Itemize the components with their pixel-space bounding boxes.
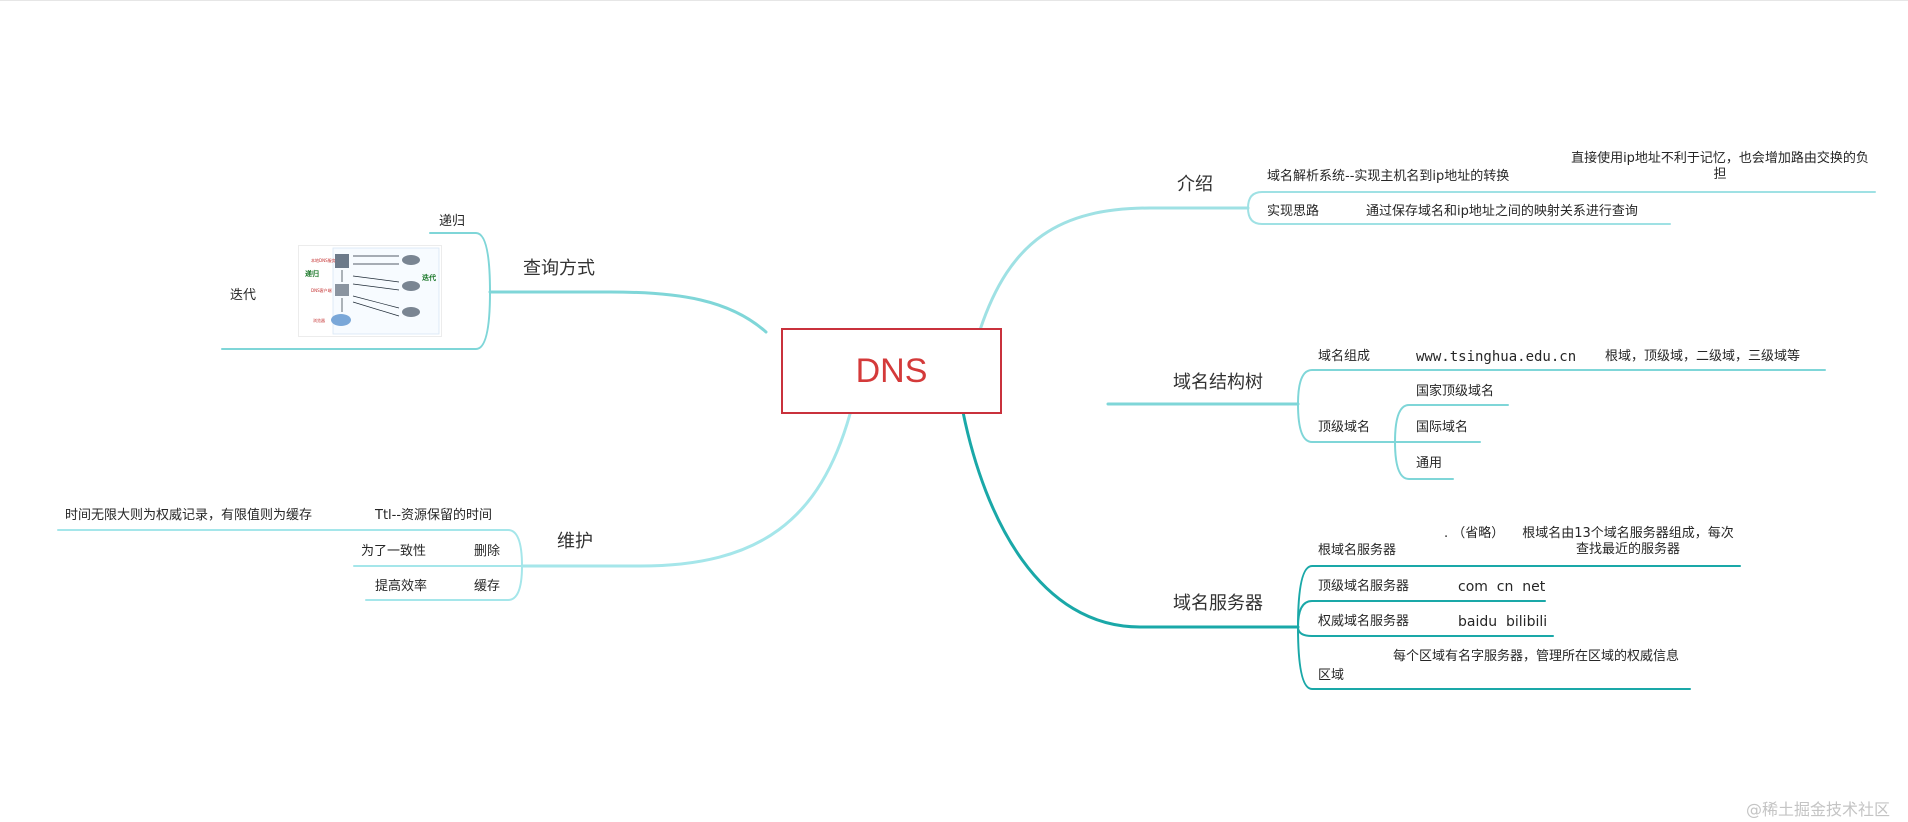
servers-item-zone[interactable]: 区域 (1318, 668, 1345, 683)
tree-item-tld-country[interactable]: 国家顶级域名 (1416, 384, 1495, 399)
servers-item-root-note[interactable]: 根域名由13个域名服务器组成，每次查找最近的服务器 (1522, 526, 1734, 557)
query-diagram-thumbnail[interactable]: 递归 迭代 本地DNS服务器 DNS客户端 浏览器 (298, 245, 442, 337)
watermark: @稀土掘金技术社区 (1746, 800, 1891, 819)
tree-item-tld[interactable]: 顶级域名 (1318, 420, 1371, 435)
connector-servers (961, 410, 1300, 629)
tree-item-tld-international[interactable]: 国际域名 (1416, 420, 1469, 435)
servers-item-root-dot[interactable]: . （省略） (1444, 526, 1505, 541)
branch-tree-title[interactable]: 域名结构树 (1173, 372, 1263, 393)
intro-item-dns-system[interactable]: 域名解析系统--实现主机名到ip地址的转换 (1267, 169, 1510, 184)
thumb-label-local: 本地DNS服务器 (311, 257, 340, 263)
tree-item-compose-example[interactable]: www.tsinghua.edu.cn (1416, 349, 1577, 365)
connector-maintain (520, 412, 852, 568)
branch-intro-title[interactable]: 介绍 (1177, 174, 1213, 195)
intro-item-approach-note[interactable]: 通过保存域名和ip地址之间的映射关系进行查询 (1366, 204, 1638, 219)
connector-intro (978, 206, 1250, 332)
thumb-label-recursive: 递归 (305, 269, 319, 278)
thumb-browser-icon (331, 314, 351, 326)
maintain-item-delete[interactable]: 删除 (474, 544, 501, 559)
thumb-client-icon (335, 284, 349, 296)
intro-item-dns-system-note[interactable]: 直接使用ip地址不利于记忆，也会增加路由交换的负担 (1571, 151, 1869, 182)
connector-query (488, 290, 768, 334)
thumb-auth-server-icon (402, 307, 420, 317)
thumb-server-icon (335, 254, 349, 268)
query-item-iterative[interactable]: 迭代 (230, 288, 257, 303)
central-node-label: DNS (855, 351, 928, 390)
connector-intro-sub (1247, 191, 1876, 209)
maintain-item-ttl[interactable]: Ttl--资源保留的时间 (375, 508, 493, 523)
servers-item-root[interactable]: 根域名服务器 (1318, 543, 1397, 558)
maintain-item-cache-note[interactable]: 提高效率 (375, 579, 428, 594)
thumb-root-server-icon (402, 255, 420, 265)
thumb-tld-server-icon (402, 281, 420, 291)
maintain-item-cache[interactable]: 缓存 (474, 579, 501, 594)
servers-item-authoritative-note[interactable]: baidu bilibili (1458, 614, 1548, 630)
servers-item-top-note[interactable]: com cn net (1458, 579, 1546, 595)
tree-item-compose-note[interactable]: 根域，顶级域，二级域，三级域等 (1605, 349, 1801, 364)
thumb-label-browser: 浏览器 (313, 317, 325, 323)
query-item-recursive[interactable]: 递归 (439, 214, 466, 229)
servers-item-zone-note[interactable]: 每个区域有名字服务器，管理所在区域的权威信息 (1392, 649, 1679, 664)
intro-item-approach[interactable]: 实现思路 (1267, 204, 1320, 219)
servers-item-authoritative[interactable]: 权威域名服务器 (1318, 614, 1410, 629)
central-node[interactable]: DNS (781, 328, 1002, 414)
maintain-item-ttl-note[interactable]: 时间无限大则为权威记录，有限值则为缓存 (65, 508, 313, 523)
tree-item-tld-generic[interactable]: 通用 (1416, 456, 1443, 471)
maintain-item-delete-note[interactable]: 为了一致性 (361, 544, 427, 559)
branch-maintain-title[interactable]: 维护 (557, 531, 593, 552)
top-border (0, 0, 1908, 1)
branch-servers-title[interactable]: 域名服务器 (1173, 593, 1263, 614)
thumb-label-iterative: 迭代 (422, 273, 436, 282)
thumb-label-client: DNS客户端 (311, 287, 332, 293)
tree-item-compose[interactable]: 域名组成 (1318, 349, 1371, 364)
branch-query-title[interactable]: 查询方式 (523, 258, 595, 279)
servers-item-top[interactable]: 顶级域名服务器 (1318, 579, 1410, 594)
